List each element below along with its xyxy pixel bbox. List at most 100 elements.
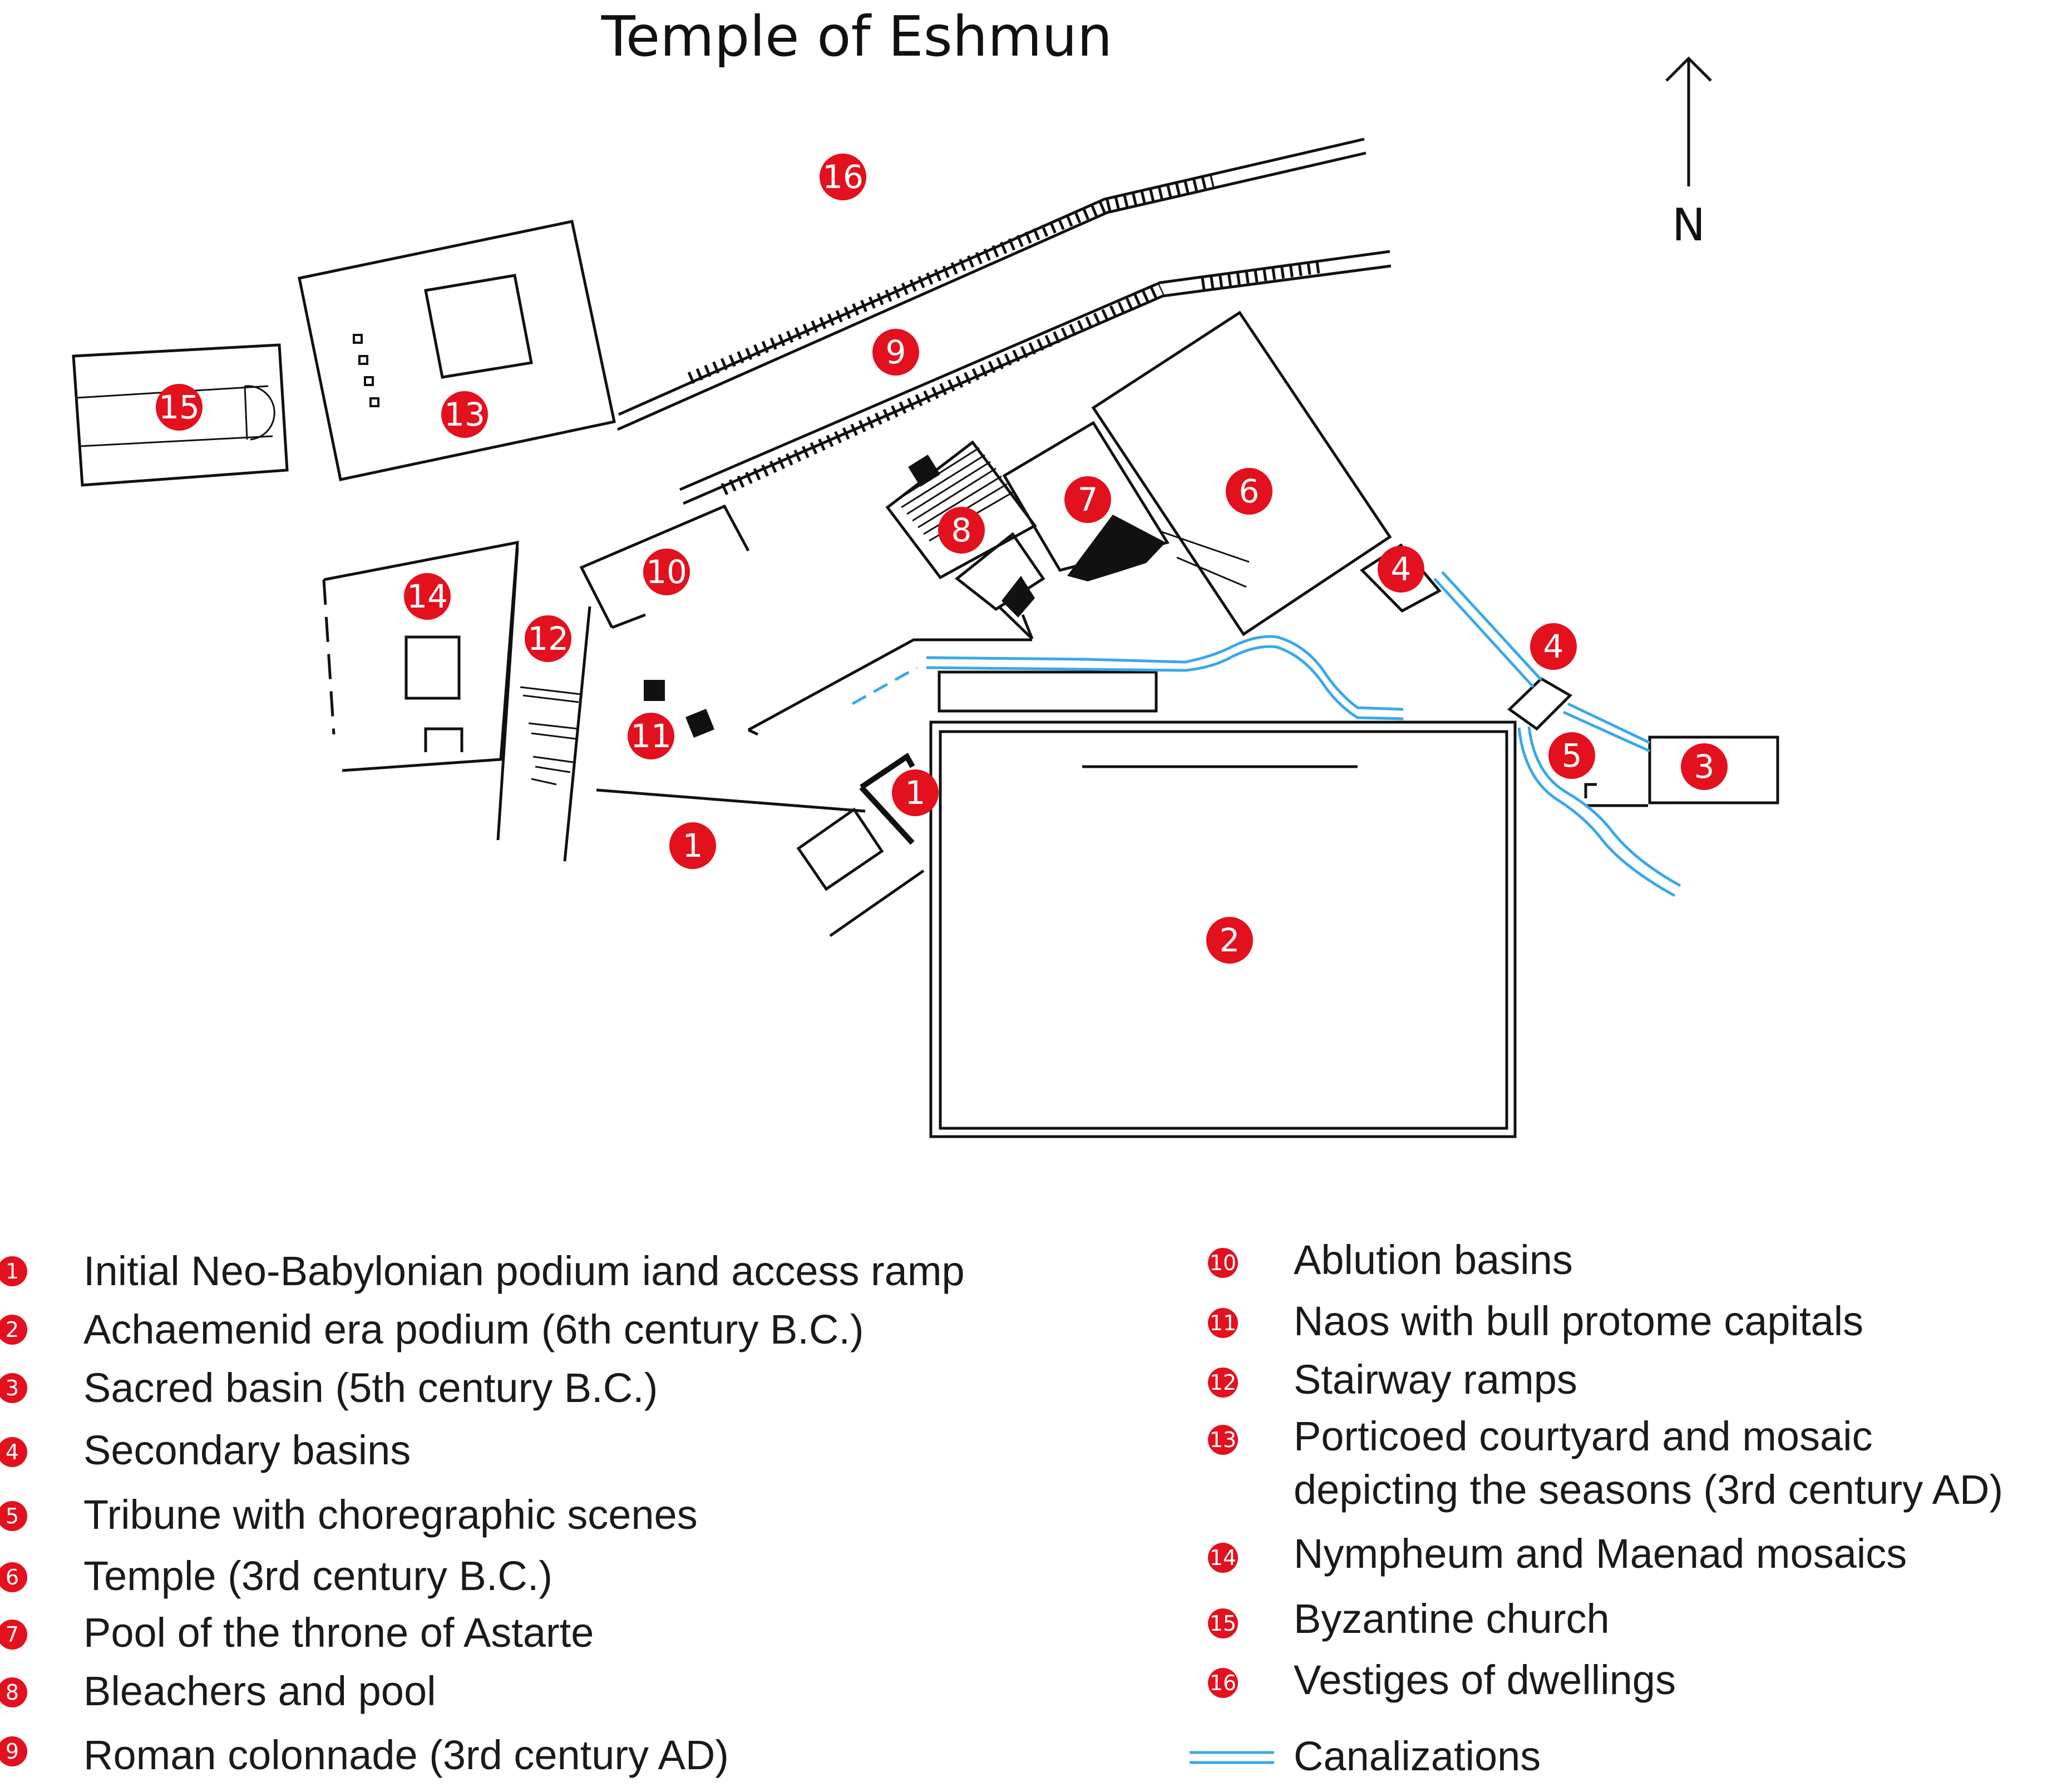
svg-text:Roman colonnade (3rd century A: Roman colonnade (3rd century AD)	[83, 1732, 729, 1778]
svg-text:9: 9	[6, 1739, 19, 1764]
legend-item-9: 9 Roman colonnade (3rd century AD)	[0, 1732, 729, 1778]
svg-text:Ablution basins: Ablution basins	[1294, 1237, 1573, 1283]
stairway-ramps-plan	[496, 547, 591, 862]
svg-text:4: 4	[1543, 628, 1564, 665]
svg-text:Byzantine church: Byzantine church	[1294, 1596, 1610, 1642]
svg-text:1: 1	[905, 774, 926, 812]
map-marker-6: 6	[1226, 468, 1272, 515]
achaemenid-podium-plan	[929, 670, 1517, 1138]
svg-text:1: 1	[683, 827, 703, 865]
temple-3rd-century-plan	[1091, 310, 1392, 636]
map-marker-1b: 1	[669, 822, 716, 869]
svg-text:Canalizations: Canalizations	[1294, 1733, 1541, 1779]
legend-item-10: 10 Ablution basins	[1208, 1237, 1573, 1283]
svg-text:11: 11	[630, 717, 672, 755]
svg-text:15: 15	[159, 388, 200, 426]
map-marker-16: 16	[820, 154, 866, 200]
svg-text:5: 5	[1562, 737, 1582, 774]
svg-text:depicting the seasons (3rd cen: depicting the seasons (3rd century AD)	[1294, 1467, 2003, 1513]
legend-item-4: 4 Secondary basins	[0, 1427, 411, 1473]
svg-text:7: 7	[1078, 481, 1098, 519]
svg-text:Sacred basin (5th century B.C.: Sacred basin (5th century B.C.)	[83, 1365, 658, 1411]
legend-item-12: 12 Stairway ramps	[1208, 1356, 1577, 1403]
svg-text:Achaemenid era podium (6th cen: Achaemenid era podium (6th century B.C.)	[83, 1306, 864, 1352]
svg-text:16: 16	[822, 158, 864, 196]
legend-item-6: 6 Temple (3rd century B.C.)	[0, 1553, 552, 1599]
svg-text:8: 8	[6, 1680, 19, 1705]
svg-text:Porticoed courtyard and mosaic: Porticoed courtyard and mosaic	[1294, 1413, 1873, 1459]
legend-item-16: 16 Vestiges of dwellings	[1208, 1657, 1676, 1703]
map-title: Temple of Eshmun	[601, 4, 1113, 69]
svg-text:15: 15	[1210, 1611, 1236, 1636]
svg-text:Secondary basins: Secondary basins	[83, 1427, 411, 1473]
map-marker-4a: 4	[1378, 546, 1424, 593]
svg-text:14: 14	[407, 577, 448, 615]
bleachers-pool-plan	[885, 440, 1045, 640]
svg-text:Bleachers and pool: Bleachers and pool	[83, 1668, 436, 1714]
legend-item-7: 7 Pool of the throne of Astarte	[0, 1610, 594, 1656]
map-marker-9: 9	[872, 329, 919, 376]
svg-text:Naos with bull protome capital: Naos with bull protome capitals	[1294, 1298, 1863, 1344]
map-marker-8: 8	[938, 507, 985, 554]
map-marker-10: 10	[643, 549, 690, 595]
legend-item-3: 3 Sacred basin (5th century B.C.)	[0, 1365, 658, 1411]
map-marker-14: 14	[404, 573, 451, 620]
map-marker-2: 2	[1206, 917, 1253, 964]
north-label: N	[1672, 199, 1705, 251]
svg-text:10: 10	[1210, 1251, 1236, 1275]
svg-text:2: 2	[6, 1317, 19, 1342]
svg-text:Vestiges of dwellings: Vestiges of dwellings	[1294, 1657, 1676, 1703]
legend-item-13: 13 Porticoed courtyard and mosaic depict…	[1208, 1413, 2003, 1513]
access-ramp-plan	[596, 638, 1032, 937]
svg-text:Initial Neo-Babylonian podium: Initial Neo-Babylonian podium iand acces…	[83, 1248, 965, 1294]
map-marker-3: 3	[1681, 743, 1728, 790]
legend-item-2: 2 Achaemenid era podium (6th century B.C…	[0, 1306, 864, 1352]
roman-colonnade-plan	[616, 137, 1392, 505]
map-marker-7: 7	[1064, 476, 1111, 523]
svg-text:13: 13	[444, 396, 485, 433]
legend-item-11: 11 Naos with bull protome capitals	[1208, 1298, 1863, 1344]
naos-plan	[644, 680, 715, 738]
svg-text:3: 3	[6, 1376, 19, 1400]
map-marker-1a: 1	[892, 769, 939, 816]
svg-text:4: 4	[1391, 550, 1412, 588]
svg-text:Pool of the throne of Astarte: Pool of the throne of Astarte	[83, 1610, 594, 1656]
svg-text:16: 16	[1210, 1671, 1236, 1695]
svg-text:6: 6	[1239, 472, 1260, 510]
map-marker-5: 5	[1548, 732, 1595, 779]
svg-text:12: 12	[1210, 1370, 1236, 1395]
legend-item-5: 5 Tribune with choregraphic scenes	[0, 1492, 698, 1538]
porticoed-courtyard-plan	[298, 220, 616, 481]
map-marker-4b: 4	[1530, 623, 1577, 670]
svg-text:7: 7	[6, 1622, 19, 1647]
legend-item-8: 8 Bleachers and pool	[0, 1668, 436, 1714]
svg-text:12: 12	[527, 620, 569, 658]
svg-text:4: 4	[6, 1440, 19, 1464]
svg-text:Tribune with choregraphic scen: Tribune with choregraphic scenes	[83, 1492, 698, 1538]
canalization-lines	[851, 571, 1681, 897]
map-marker-15: 15	[156, 384, 203, 431]
north-arrow-icon	[1665, 56, 1712, 186]
svg-text:6: 6	[6, 1565, 19, 1589]
svg-text:10: 10	[646, 553, 687, 591]
svg-text:8: 8	[951, 511, 972, 549]
map-marker-12: 12	[525, 615, 571, 662]
legend: 1 Initial Neo-Babylonian podium iand acc…	[0, 1237, 2003, 1779]
legend-item-14: 14 Nympheum and Maenad mosaics	[1208, 1531, 1907, 1577]
legend-item-1: 1 Initial Neo-Babylonian podium iand acc…	[0, 1248, 965, 1294]
svg-text:9: 9	[886, 333, 906, 371]
legend-item-15: 15 Byzantine church	[1208, 1596, 1610, 1642]
svg-text:13: 13	[1210, 1428, 1236, 1452]
nympheum-plan	[322, 540, 519, 772]
map-marker-13: 13	[441, 391, 488, 438]
legend-item-canalizations: Canalizations	[1190, 1733, 1541, 1779]
svg-text:Stairway ramps: Stairway ramps	[1294, 1356, 1577, 1403]
svg-text:Temple (3rd century B.C.): Temple (3rd century B.C.)	[83, 1553, 552, 1599]
svg-text:3: 3	[1694, 748, 1715, 786]
svg-text:11: 11	[1210, 1311, 1236, 1335]
svg-text:2: 2	[1220, 921, 1240, 959]
svg-text:14: 14	[1210, 1546, 1236, 1570]
map-marker-11: 11	[628, 713, 674, 759]
canalization-swatch-icon	[1190, 1751, 1274, 1764]
